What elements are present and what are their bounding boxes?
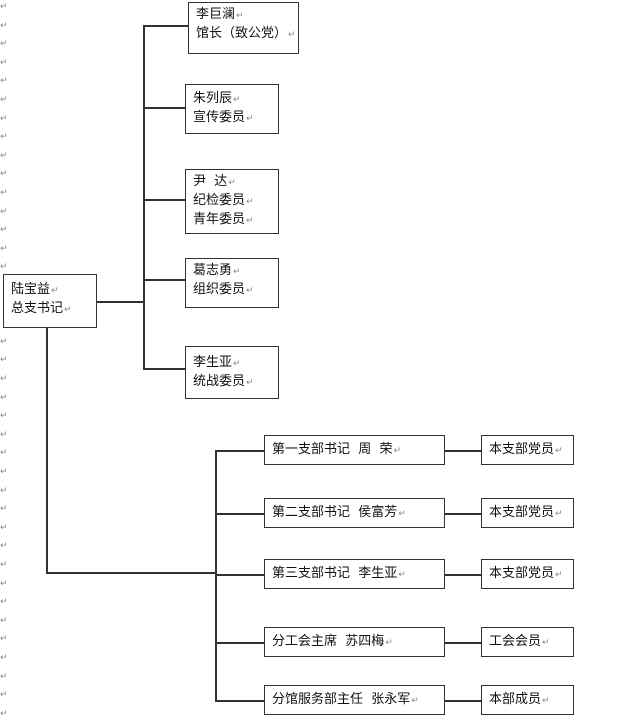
- paragraph-mark: ↵: [0, 448, 8, 458]
- branch-leader-label: 第三支部书记 李生亚: [272, 565, 406, 584]
- node-line: 统战委员: [193, 373, 271, 392]
- branch-members-label: 本支部党员: [489, 565, 563, 584]
- paragraph-mark: ↵: [0, 169, 8, 179]
- paragraph-mark: ↵: [0, 504, 8, 514]
- branch-members-label: 本支部党员: [489, 441, 563, 460]
- paragraph-mark: ↵: [0, 560, 8, 570]
- connector-branch-members-5: [445, 700, 482, 702]
- branch-leader-node: 第三支部书记 李生亚: [264, 559, 445, 589]
- node-line: 李生亚: [193, 354, 271, 373]
- connector-committee-4: [143, 279, 185, 281]
- connector-root-to-branches: [46, 572, 216, 574]
- connector-branch-2: [215, 513, 265, 515]
- paragraph-mark: ↵: [0, 76, 8, 86]
- connector-branch-3: [215, 574, 265, 576]
- paragraph-mark: ↵: [0, 374, 8, 384]
- node-line: 青年委员: [193, 211, 271, 230]
- branch-members-node: 本支部党员: [481, 498, 574, 528]
- root-title: 总支书记: [11, 300, 89, 319]
- committee-node-discipline: 尹 达 纪检委员 青年委员: [185, 169, 279, 234]
- paragraph-mark: ↵: [0, 21, 8, 31]
- branch-members-label: 工会会员: [489, 633, 550, 652]
- paragraph-mark: ↵: [0, 653, 8, 663]
- connector-committee-1: [143, 25, 188, 27]
- paragraph-mark: ↵: [0, 523, 8, 533]
- paragraph-mark: ↵: [0, 709, 8, 719]
- node-line: 组织委员: [193, 281, 271, 300]
- branch-leader-node: 分馆服务部主任 张永军: [264, 685, 445, 715]
- branch-members-node: 本支部党员: [481, 559, 574, 589]
- connector-root-to-committee: [97, 301, 144, 303]
- paragraph-mark: ↵: [0, 95, 8, 105]
- paragraph-mark: ↵: [0, 337, 8, 347]
- paragraph-mark: ↵: [0, 225, 8, 235]
- committee-node-united-front: 李生亚 统战委员: [185, 346, 279, 399]
- connector-committee-2: [143, 107, 185, 109]
- node-line: 李巨澜: [196, 6, 291, 25]
- paragraph-mark: ↵: [0, 597, 8, 607]
- branch-members-label: 本部成员: [489, 691, 550, 710]
- branch-members-node: 工会会员: [481, 627, 574, 657]
- committee-trunk-line: [143, 25, 145, 369]
- node-line: 尹 达: [193, 173, 271, 192]
- committee-node-publicity: 朱列辰 宣传委员: [185, 84, 279, 134]
- node-line: 纪检委员: [193, 192, 271, 211]
- paragraph-mark: ↵: [0, 114, 8, 124]
- paragraph-mark: ↵: [0, 393, 8, 403]
- connector-branch-members-2: [445, 513, 482, 515]
- paragraph-mark: ↵: [0, 132, 8, 142]
- node-line: 朱列辰: [193, 90, 271, 109]
- paragraph-mark: ↵: [0, 616, 8, 626]
- paragraph-mark: ↵: [0, 355, 8, 365]
- node-line: 宣传委员: [193, 109, 271, 128]
- root-down-line: [46, 327, 48, 574]
- connector-committee-5: [143, 368, 185, 370]
- paragraph-mark: ↵: [0, 579, 8, 589]
- paragraph-mark: ↵: [0, 2, 8, 12]
- paragraph-mark: ↵: [0, 541, 8, 551]
- connector-branch-4: [215, 642, 265, 644]
- paragraph-mark: ↵: [0, 39, 8, 49]
- node-line: 葛志勇: [193, 262, 271, 281]
- paragraph-mark: ↵: [0, 672, 8, 682]
- branch-members-node: 本支部党员: [481, 435, 574, 465]
- paragraph-mark: ↵: [0, 207, 8, 217]
- branch-leader-node: 第一支部书记 周 荣: [264, 435, 445, 465]
- branch-leader-label: 第一支部书记 周 荣: [272, 441, 401, 460]
- branch-members-label: 本支部党员: [489, 504, 563, 523]
- paragraph-mark: ↵: [0, 690, 8, 700]
- committee-node-director: 李巨澜 馆长（致公党）: [188, 2, 299, 54]
- branch-leader-node: 分工会主席 苏四梅: [264, 627, 445, 657]
- branch-leader-node: 第二支部书记 侯富芳: [264, 498, 445, 528]
- connector-branch-members-4: [445, 642, 482, 644]
- paragraph-mark: ↵: [0, 430, 8, 440]
- connector-branch-members-1: [445, 450, 482, 452]
- paragraph-mark: ↵: [0, 467, 8, 477]
- branch-leader-label: 第二支部书记 侯富芳: [272, 504, 406, 523]
- paragraph-mark: ↵: [0, 634, 8, 644]
- connector-committee-3: [143, 199, 185, 201]
- branch-leader-label: 分工会主席 苏四梅: [272, 633, 393, 652]
- paragraph-mark: ↵: [0, 411, 8, 421]
- branch-members-node: 本部成员: [481, 685, 574, 715]
- paragraph-mark: ↵: [0, 262, 8, 272]
- node-line: 馆长（致公党）: [196, 25, 291, 44]
- committee-node-organization: 葛志勇 组织委员: [185, 258, 279, 308]
- root-name: 陆宝益: [11, 281, 89, 300]
- paragraph-mark: ↵: [0, 486, 8, 496]
- connector-branch-members-3: [445, 574, 482, 576]
- paragraph-mark: ↵: [0, 151, 8, 161]
- paragraph-mark: ↵: [0, 58, 8, 68]
- connector-branch-5: [215, 700, 265, 702]
- root-node-general-secretary: 陆宝益 总支书记: [3, 274, 97, 328]
- paragraph-mark: ↵: [0, 188, 8, 198]
- branch-leader-label: 分馆服务部主任 张永军: [272, 691, 419, 710]
- paragraph-mark: ↵: [0, 244, 8, 254]
- connector-branch-1: [215, 450, 265, 452]
